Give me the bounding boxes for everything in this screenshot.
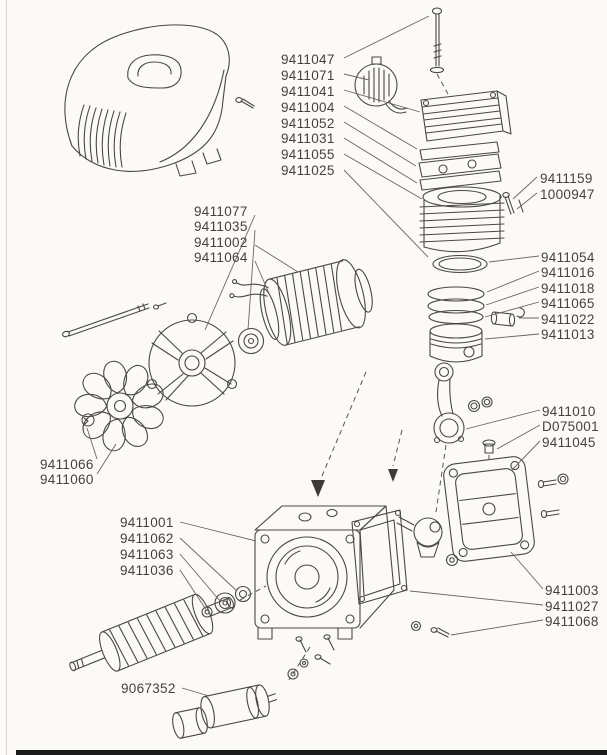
housing-screw-drawing	[235, 97, 255, 109]
scan-edge-bottom	[16, 750, 607, 755]
part-label: 9411077	[194, 204, 248, 219]
part-label: 9411003	[545, 583, 599, 598]
part-label: 9411063	[120, 547, 174, 562]
part-label: 9411035	[194, 219, 248, 234]
leader-lines	[86, 15, 544, 697]
part-label: 9411071	[281, 68, 335, 83]
tie-bolt-drawing	[62, 302, 167, 338]
part-label: 9411036	[120, 563, 174, 578]
fan-clip-drawing	[81, 413, 95, 427]
piston-drawing	[429, 323, 483, 363]
part-label: D075001	[542, 419, 599, 434]
down-arrow-small-icon	[388, 469, 398, 482]
part-label: 9411013	[541, 327, 595, 342]
head-bolt-drawing	[429, 7, 445, 74]
assembly-arrows	[311, 469, 398, 497]
part-label: 9411004	[281, 100, 335, 115]
part-label: 9411047	[281, 52, 335, 67]
cylinder-drawing	[419, 186, 505, 253]
part-label: 9411065	[541, 296, 595, 311]
part-label: 9411159	[540, 171, 593, 186]
part-label: 9411055	[281, 147, 335, 162]
part-label: 9411052	[281, 116, 335, 131]
wrist-pin-drawing	[490, 307, 525, 327]
part-label: 9411068	[545, 614, 599, 629]
part-label: 9411045	[542, 435, 596, 450]
loose-hardware-drawing	[287, 620, 450, 680]
part-label: 9411064	[194, 250, 248, 265]
motor-stator-drawing	[229, 259, 373, 346]
piston-rings-drawing	[427, 286, 485, 325]
part-label: 9411010	[542, 404, 596, 419]
part-label: 9411041	[281, 84, 335, 99]
cylinder-gasket-drawing	[432, 254, 488, 274]
cover-screws-drawing	[537, 473, 569, 519]
cylinder-stud-drawing	[502, 192, 524, 215]
intake-filter-drawing	[354, 56, 408, 114]
capacitor-drawing	[200, 684, 278, 729]
part-label: 9411025	[281, 163, 335, 178]
scan-edge-left	[6, 0, 7, 755]
breather-plug-drawing	[482, 439, 496, 454]
crankshaft-drawing	[396, 516, 459, 567]
part-label: 9411002	[194, 235, 248, 250]
rod-washers-drawing	[467, 396, 493, 413]
part-label: 9411062	[120, 531, 174, 546]
front-bearing-drawing	[237, 327, 265, 355]
cover-plate-drawing	[443, 456, 535, 562]
part-label: 9411018	[541, 281, 595, 296]
down-arrow-icon	[311, 480, 325, 497]
part-label: 9411016	[541, 265, 595, 280]
part-label: 9411066	[40, 457, 94, 472]
bearing-bracket-drawing	[146, 312, 238, 407]
crankcase-drawing	[254, 505, 395, 653]
part-label: 9067352	[121, 681, 176, 696]
fan-drawing	[72, 360, 168, 455]
assembly-guide-lines	[239, 73, 490, 681]
rotor-drawing	[69, 593, 235, 672]
connecting-rod-drawing	[433, 362, 465, 444]
part-label: 9411001	[120, 515, 174, 530]
cylinder-head-drawing	[420, 90, 512, 142]
part-label: 9411031	[281, 131, 335, 146]
fan-housing-drawing	[64, 24, 230, 177]
rotor-bearings-drawing	[201, 585, 252, 618]
capacitor-boot-drawing	[172, 707, 208, 739]
valve-plate-gaskets-drawing	[418, 141, 502, 191]
part-label: 1000947	[540, 187, 595, 202]
crankcase-gasket-drawing	[351, 509, 408, 605]
part-label: 9411022	[541, 312, 595, 327]
part-label: 9411054	[541, 250, 595, 265]
part-label: 9411060	[40, 472, 94, 487]
part-label: 9411027	[545, 599, 599, 614]
